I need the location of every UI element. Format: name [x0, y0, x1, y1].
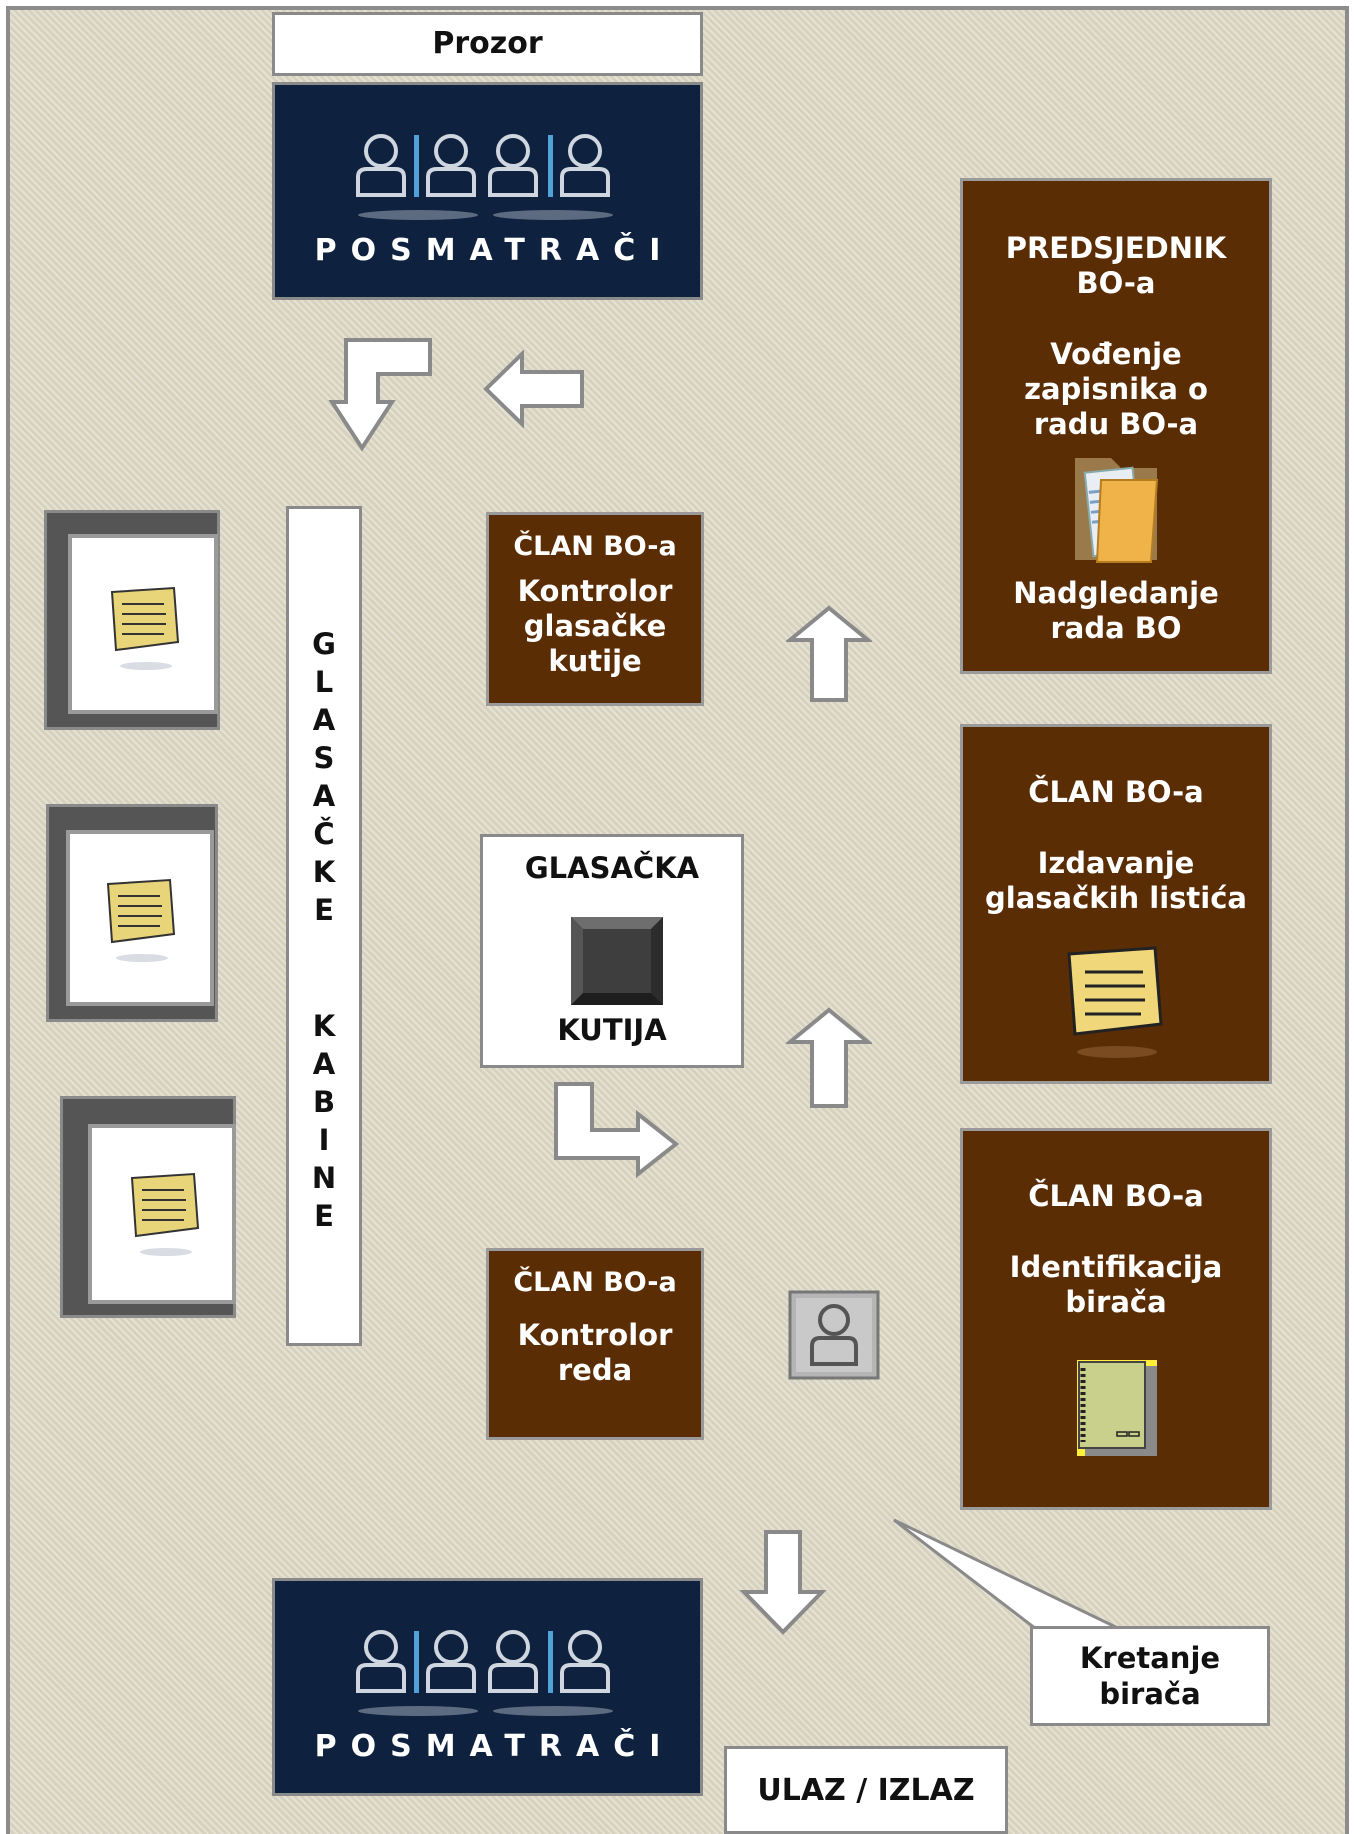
arrow-icon: [483, 350, 584, 428]
voter-list-book-icon: [1077, 1360, 1157, 1456]
member-role-line: Izdavanje: [1037, 846, 1195, 880]
member-role-line: reda: [557, 1353, 633, 1387]
booth-letter: E: [314, 893, 334, 927]
voting-booth: [46, 804, 218, 1022]
booth-letter: Č: [313, 817, 335, 851]
member-title: ČLAN BO-a: [513, 1267, 677, 1298]
folder-icon: [1075, 458, 1159, 563]
member-voter-identification: ČLAN BO-a Identifikacija birača: [960, 1128, 1272, 1510]
callout-line: birača: [1099, 1677, 1201, 1711]
ballot-note-icon: [1067, 946, 1163, 1058]
window-label: Prozor: [272, 12, 703, 76]
callout-pointer: [893, 1518, 1127, 1634]
ballot-note-icon: [110, 586, 180, 670]
booth-letter: A: [312, 779, 336, 813]
voter-movement-callout: Kretanje birača: [1030, 1626, 1270, 1726]
president-duty-line: Nadgledanje: [1013, 576, 1219, 610]
ballot-box-slot-icon: [571, 917, 663, 1005]
president-box: PREDSJEDNIK BO-a Vođenje zapisnika o rad…: [960, 178, 1272, 674]
entrance-exit-text: ULAZ / IZLAZ: [757, 1773, 975, 1808]
booth-letter: K: [312, 855, 336, 889]
voter-icon: [788, 1290, 880, 1380]
observers-top-label: POSMATRAČI: [314, 233, 675, 268]
observers-bottom-label: POSMATRAČI: [314, 1729, 675, 1764]
president-title-line: PREDSJEDNIK: [1005, 231, 1227, 265]
observers-top: POSMATRAČI: [272, 82, 703, 300]
member-role-line: kutije: [548, 644, 642, 678]
president-duty-line: zapisnika o: [1024, 372, 1208, 406]
arrow-icon: [328, 338, 432, 452]
president-duty-line: radu BO-a: [1033, 407, 1199, 441]
member-role-line: glasačke: [523, 609, 667, 643]
president-duty-line: Vođenje: [1050, 337, 1182, 371]
member-title: ČLAN BO-a: [1028, 1179, 1204, 1213]
callout-line: Kretanje: [1079, 1641, 1221, 1675]
ballot-box-title: GLASAČKA: [524, 851, 700, 885]
voting-booth: [60, 1096, 236, 1318]
member-role-line: Kontrolor: [517, 1318, 673, 1352]
member-title: ČLAN BO-a: [513, 531, 677, 562]
voting-booths-label: G L A S A Č K E K A B I N E: [286, 506, 362, 1346]
booth-letter: I: [318, 1123, 330, 1157]
president-title-line: BO-a: [1076, 266, 1156, 300]
booth-letter: G: [312, 627, 336, 661]
arrow-icon: [786, 605, 872, 702]
booth-letter: K: [312, 1009, 336, 1043]
entrance-exit-label: ULAZ / IZLAZ: [724, 1746, 1008, 1834]
booth-letter: A: [312, 703, 336, 737]
voting-booth: [44, 510, 220, 730]
observers-bottom: POSMATRAČI: [272, 1578, 703, 1796]
booth-letter: L: [314, 665, 334, 699]
booth-letter: A: [312, 1047, 336, 1081]
booth-letter: S: [313, 741, 335, 775]
arrow-icon: [786, 1007, 872, 1108]
ballot-box: GLASAČKA KUTIJA: [480, 834, 744, 1068]
booth-letter: E: [314, 1199, 334, 1233]
member-role-line: Kontrolor: [517, 574, 673, 608]
ballot-box-label: KUTIJA: [557, 1013, 667, 1047]
member-order-controller: ČLAN BO-a Kontrolor reda: [486, 1248, 704, 1440]
arrow-icon: [554, 1082, 680, 1179]
president-duty-line: rada BO: [1050, 611, 1182, 645]
member-role-line: glasačkih listića: [985, 881, 1247, 915]
booth-letter: B: [312, 1085, 336, 1119]
member-role-line: Identifikacija: [1009, 1250, 1223, 1284]
window-label-text: Prozor: [432, 26, 543, 61]
arrow-icon: [739, 1530, 827, 1635]
ballot-note-icon: [130, 1172, 200, 1256]
member-ballot-box-controller: ČLAN BO-a Kontrolor glasačke kutije: [486, 512, 704, 706]
people-group-icon: [355, 1630, 613, 1716]
member-title: ČLAN BO-a: [1028, 775, 1204, 809]
people-group-icon: [355, 134, 613, 220]
ballot-note-icon: [106, 878, 176, 962]
member-role-line: birača: [1065, 1285, 1167, 1319]
member-ballot-issuer: ČLAN BO-a Izdavanje glasačkih listića: [960, 724, 1272, 1084]
booth-letter: N: [311, 1161, 337, 1195]
